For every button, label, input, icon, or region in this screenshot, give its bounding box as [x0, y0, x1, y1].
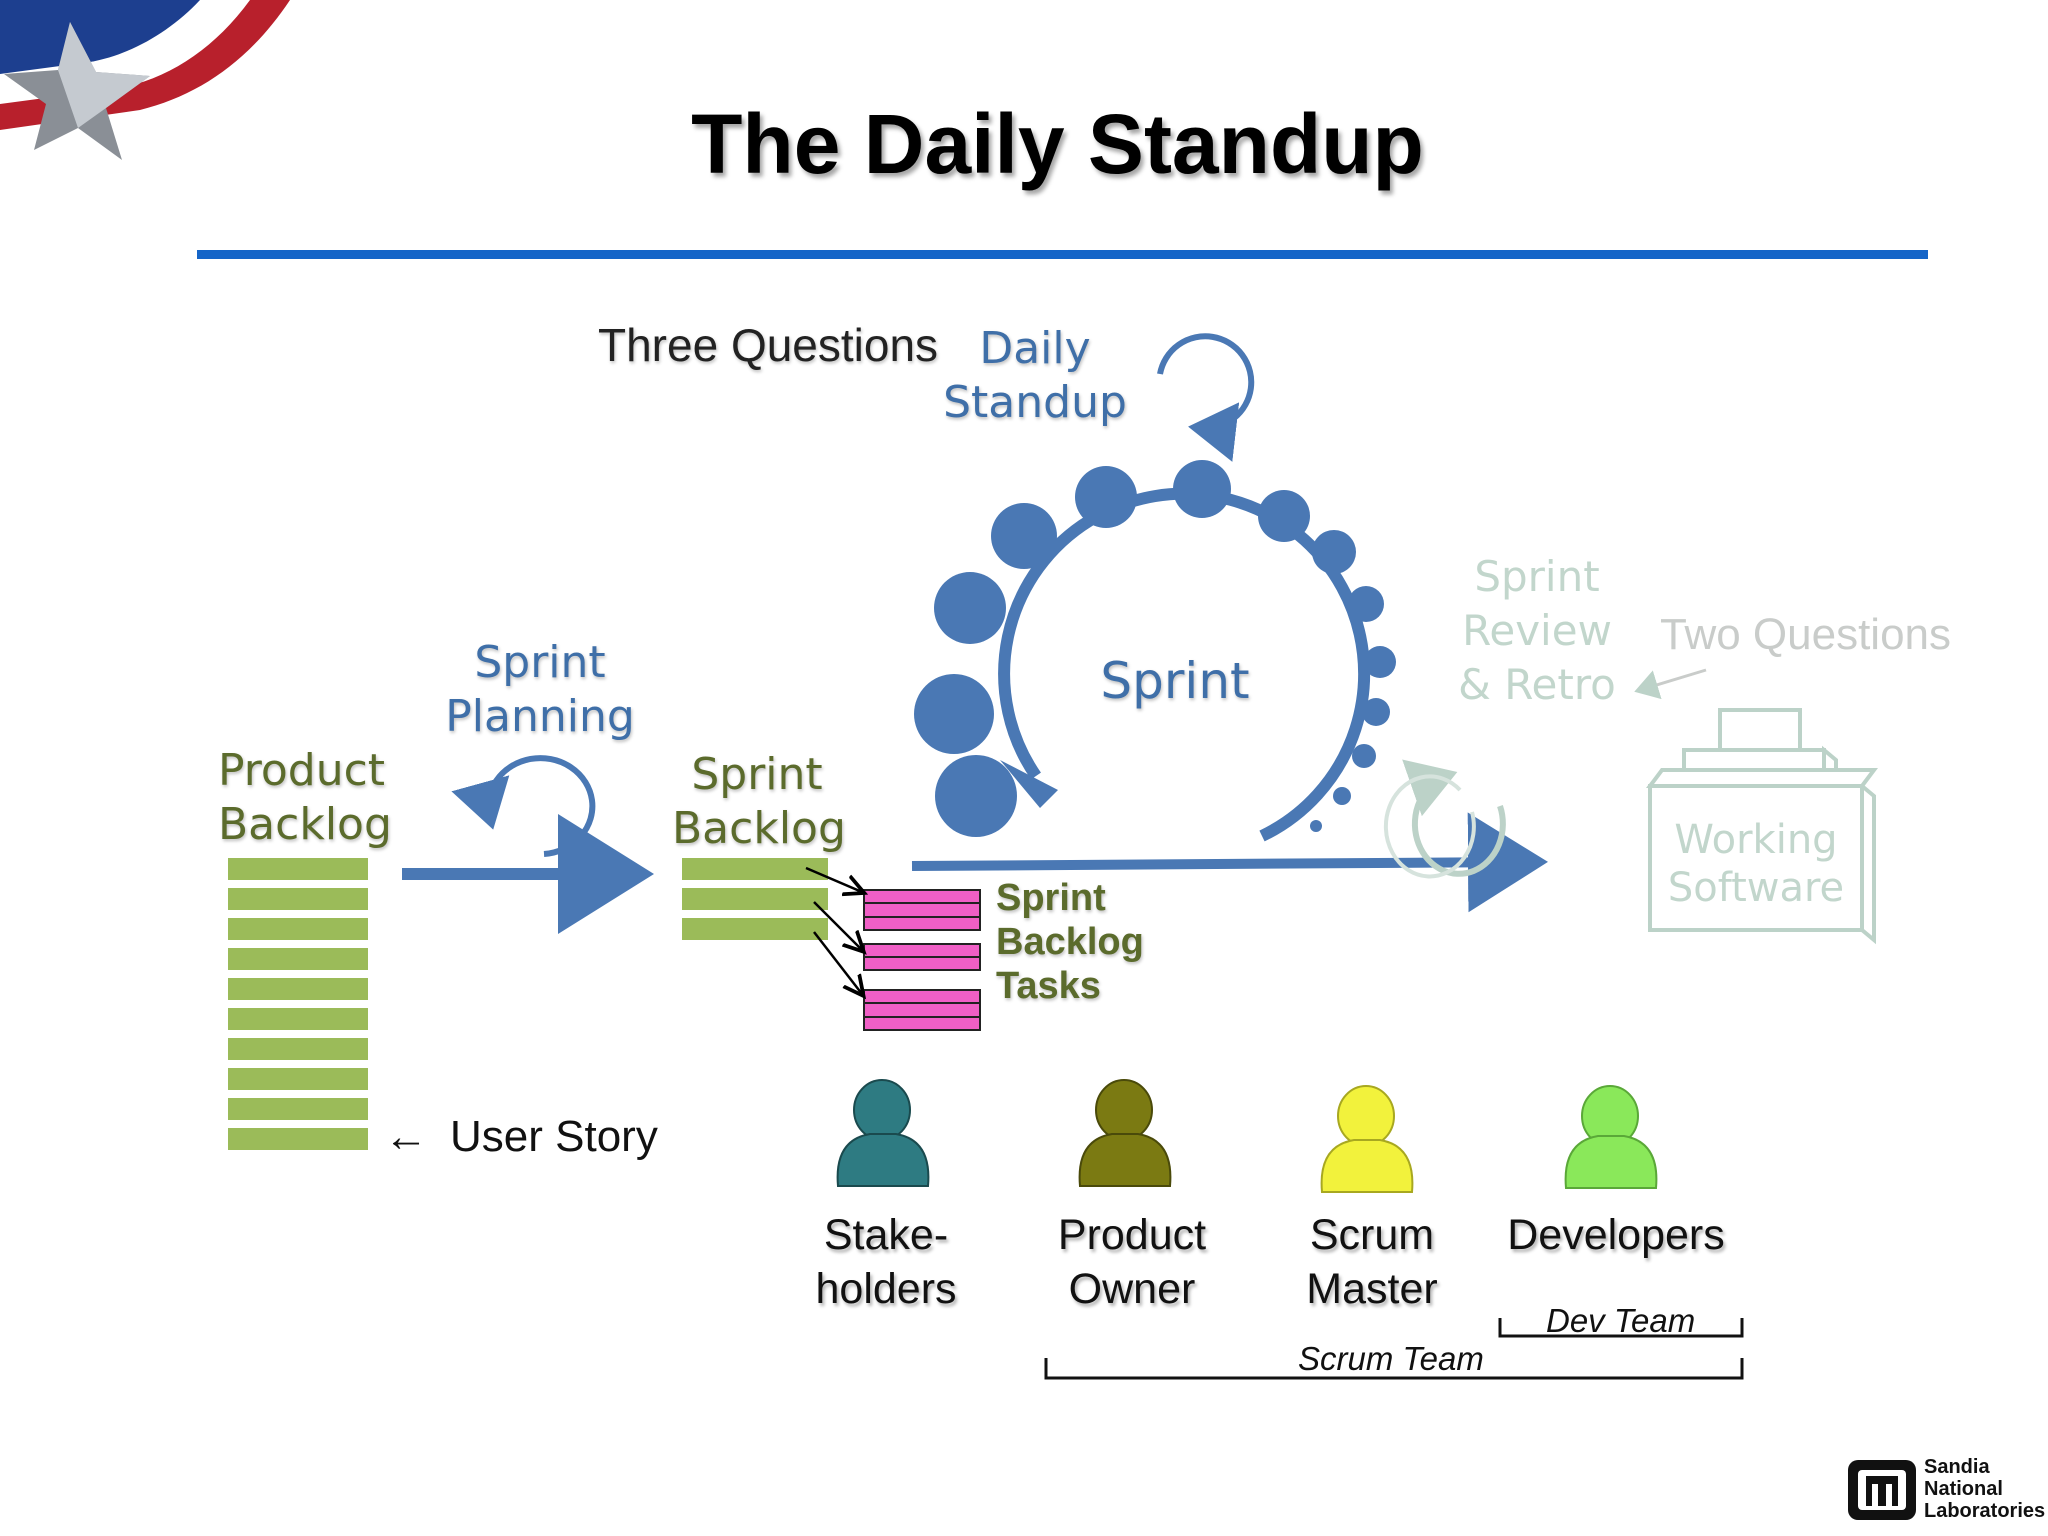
daily-standup-dots — [914, 460, 1396, 837]
logo-line2: National — [1924, 1478, 2003, 1500]
tasks-line1: Sprint — [996, 877, 1106, 919]
sandia-logo-text: Sandia National Laboratories — [1924, 1456, 2045, 1522]
product-owner-label: Product Owner — [1032, 1208, 1232, 1316]
product-owner-line1: Product — [1057, 1211, 1207, 1259]
product-backlog-label: Product Backlog — [218, 744, 392, 852]
stakeholders-line2: holders — [815, 1265, 957, 1313]
scrum-master-line2: Master — [1306, 1265, 1438, 1313]
two-questions-arrow — [1634, 668, 1707, 700]
sprint-label: Sprint — [1100, 652, 1250, 710]
product-backlog-line2: Backlog — [218, 799, 392, 850]
sprint-backlog-line2: Backlog — [672, 803, 846, 854]
task-arrows — [805, 866, 862, 994]
sprint-backlog-line1: Sprint — [691, 749, 823, 800]
sprint-backlog-tasks — [863, 889, 981, 1031]
review-line1: Sprint — [1474, 552, 1600, 601]
sprint-arc-arrowhead — [1000, 760, 1058, 808]
sprint-arc — [998, 487, 1371, 842]
user-story-arrow: ← — [384, 1112, 428, 1161]
product-owner-line2: Owner — [1068, 1265, 1196, 1313]
tasks-line3: Tasks — [996, 965, 1101, 1007]
working-line2: Software — [1667, 865, 1845, 911]
scrum-master-label: Scrum Master — [1272, 1208, 1472, 1316]
sprint-planning-line2: Planning — [445, 691, 635, 742]
two-questions-label: Two Questions — [1660, 610, 1952, 659]
daily-standup-line2: Standup — [943, 377, 1127, 428]
daily-standup-loop-icon — [1157, 333, 1255, 462]
sandia-logo-icon — [1848, 1460, 1916, 1520]
sprint-planning-loop-icon — [451, 755, 596, 857]
sprint-backlog-label: Sprint Backlog — [672, 748, 846, 856]
product-backlog-stack — [228, 858, 368, 1150]
sprint-backlog-stack — [682, 858, 828, 940]
review-retro-label: Sprint Review & Retro — [1452, 550, 1622, 712]
flag-star-decoration — [0, 0, 290, 160]
scrum-team-label: Scrum Team — [1298, 1340, 1484, 1377]
review-loop-icon — [1402, 759, 1506, 877]
sprint-planning-line1: Sprint — [474, 637, 606, 688]
review-line2: Review — [1462, 606, 1612, 655]
title-rule — [197, 250, 1928, 259]
stakeholder-figure-icon — [836, 1079, 930, 1187]
user-story-label: User Story — [450, 1112, 658, 1161]
sprint-planning-label: Sprint Planning — [440, 636, 640, 744]
product-owner-figure-icon — [1078, 1079, 1172, 1187]
three-questions-label: Three Questions — [598, 319, 939, 371]
daily-standup-line1: Daily — [979, 323, 1091, 374]
logo-line3: Laboratories — [1924, 1500, 2046, 1522]
working-software-label: Working Software — [1652, 816, 1860, 912]
stakeholders-label: Stake- holders — [786, 1208, 986, 1316]
dev-team-bracket — [1498, 1318, 1744, 1338]
scrum-master-figure-icon — [1320, 1085, 1414, 1193]
working-line1: Working — [1674, 817, 1838, 863]
slide-title: The Daily Standup — [691, 97, 1424, 191]
logo-line1: Sandia — [1924, 1456, 1990, 1478]
scrum-master-line1: Scrum — [1309, 1211, 1435, 1259]
dev-team-label: Dev Team — [1546, 1302, 1696, 1339]
tasks-line2: Backlog — [996, 921, 1144, 963]
developers-label: Developers — [1507, 1211, 1725, 1259]
developer-figure-icon — [1564, 1085, 1658, 1189]
daily-standup-label: Daily Standup — [940, 322, 1130, 430]
stakeholders-line1: Stake- — [823, 1211, 949, 1259]
sprint-backlog-tasks-label: Sprint Backlog Tasks — [996, 876, 1144, 1008]
scrum-team-bracket — [1044, 1358, 1744, 1380]
review-line3: & Retro — [1458, 660, 1616, 709]
product-backlog-line1: Product — [218, 745, 386, 796]
working-software-icon — [1646, 708, 1878, 945]
sprint-flow-arrow — [911, 812, 1548, 913]
